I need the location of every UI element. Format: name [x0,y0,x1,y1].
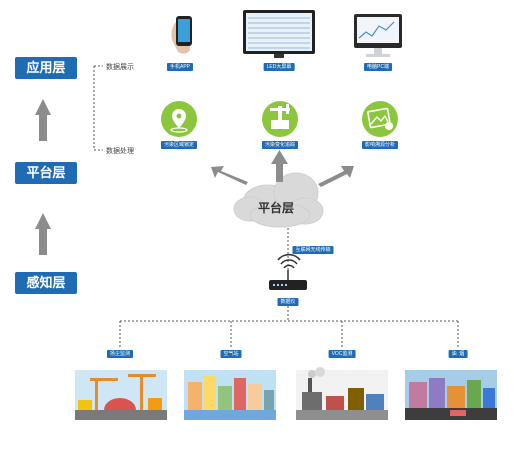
arrow-up-perception-to-platform [35,213,51,255]
led-screen-tag: LED大屏幕 [263,63,295,71]
dust-site-image [75,370,167,420]
mobile-app-tag: 手机APP [166,63,194,71]
landscape-image-icon [362,101,398,137]
perception-layer-button: 感知层 [15,272,77,294]
data-collector-tag: 数据仪 [277,298,299,306]
phone-icon [171,16,192,54]
data-display-label: 数据展示 [106,64,134,71]
cloud-platform-label: 平台层 [258,201,295,215]
oil-fume-site-image [405,370,497,420]
air-station-image [184,370,276,420]
router-icon [269,253,307,290]
source-analysis-tag: 影响溯源分析 [361,141,399,149]
arrow-up-platform-to-app [35,99,51,141]
cloud-shape [233,172,324,228]
arrow-cloud-to-right [318,166,354,187]
dashed-bracket [93,65,103,151]
location-pin-icon [161,101,197,137]
data-processing-label: 数据处理 [106,148,134,155]
oil-fume-tag: 油 烟 [448,350,468,358]
dashed-distribution-lines [119,306,459,348]
wireless-transmission-tag: 互联网无线传输 [292,246,334,254]
air-station-tag: 空气站 [220,350,242,358]
led-screen-icon [243,10,315,58]
pc-monitor-icon [354,14,402,57]
platform-layer-button: 平台层 [15,162,77,184]
voc-site-image [296,367,388,420]
oil-pump-icon [262,101,298,137]
pollution-area-lock-tag: 污染区域锁定 [160,141,198,149]
voc-monitoring-tag: VOC监测 [328,350,356,358]
arrow-cloud-to-center [271,150,288,182]
application-layer-button: 应用层 [15,57,77,79]
pc-client-tag: 电脑PC端 [364,63,392,71]
arrow-cloud-to-left [211,166,248,185]
dust-monitoring-tag: 扬尘监测 [106,350,134,358]
pollution-change-tracking-tag: 污染变化追踪 [261,141,299,149]
